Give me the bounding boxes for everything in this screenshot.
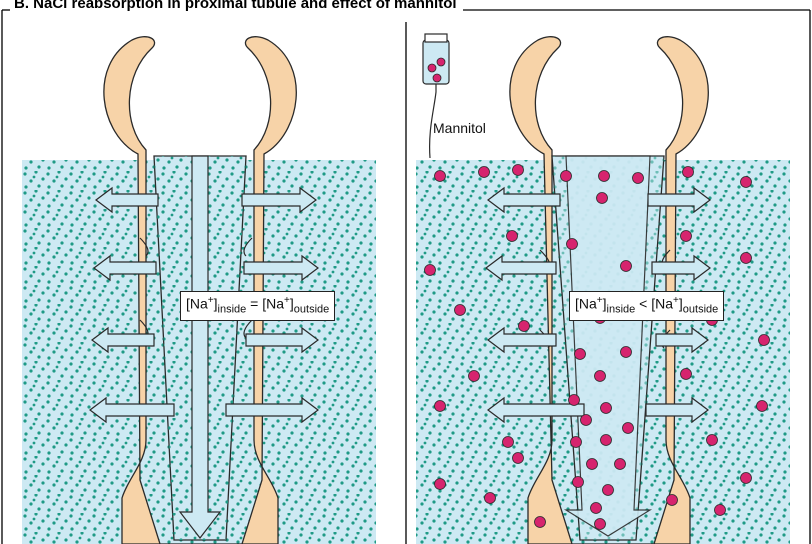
equation-left: [Na+]inside = [Na+]outside [180,291,335,321]
mannitol-label: Mannitol [433,120,486,136]
equation-right: [Na+]inside < [Na+]outside [569,291,724,321]
right-panel [416,34,790,544]
infusion-bottle-icon [423,34,449,158]
figure-title: B. NaCl reabsorption in proximal tubule … [10,0,463,14]
